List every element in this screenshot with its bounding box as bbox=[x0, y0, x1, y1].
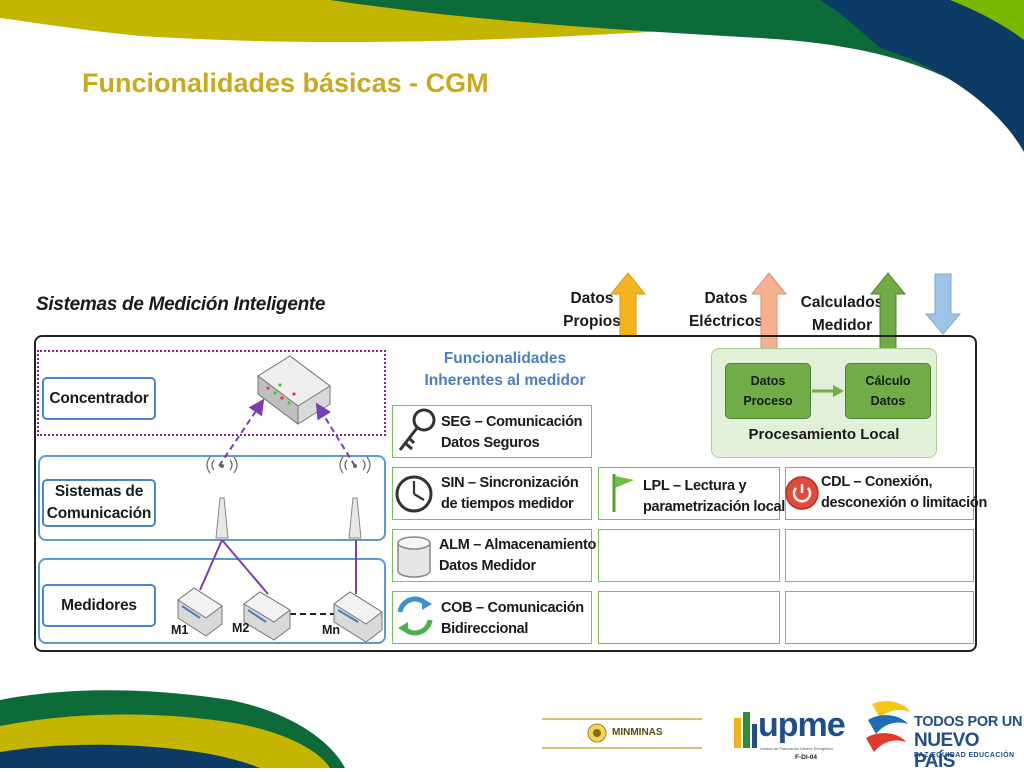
empty-box bbox=[598, 529, 780, 582]
function-box-seg bbox=[392, 405, 592, 458]
functions-header: Funcionalidades Inherentes al medidor bbox=[424, 350, 586, 389]
antenna-right-icon bbox=[339, 456, 371, 539]
concentrator-zone bbox=[37, 350, 386, 436]
gov-slogan-line3: PAZ EQUIDAD EDUCACIÓN bbox=[914, 752, 1015, 759]
minminas-label: MINMINAS bbox=[612, 727, 663, 738]
meter-label-m2: M2 bbox=[232, 621, 250, 635]
label-medidores: Medidores bbox=[42, 584, 156, 627]
arrow-datos-propios bbox=[609, 272, 647, 336]
antenna-left-icon bbox=[206, 456, 238, 539]
flag-icon bbox=[612, 474, 634, 512]
meter-m1-icon bbox=[177, 587, 223, 637]
gov-logo-icon bbox=[866, 701, 910, 752]
diagram-frame bbox=[34, 335, 977, 652]
meter-label-m1: M1 bbox=[171, 623, 189, 637]
box-calculo-datos: Cálculo Datos bbox=[845, 363, 931, 419]
function-box-lpl bbox=[598, 467, 780, 520]
upme-subtitle: Unidad de Planeación Minero Energética bbox=[760, 746, 833, 751]
empty-box bbox=[785, 529, 974, 582]
key-icon bbox=[398, 408, 436, 451]
gov-slogan-line1: TODOS POR UN bbox=[914, 714, 1023, 730]
meter-m2-icon bbox=[243, 591, 291, 641]
label-sistemas-comunicacion: Sistemas de Comunicación bbox=[42, 479, 156, 527]
diagram-title: Sistemas de Medición Inteligente bbox=[36, 294, 326, 315]
meter-mn-icon bbox=[333, 591, 383, 643]
gov-slogan-line2: NUEVO PAÍS bbox=[914, 730, 980, 772]
document-code: F-DI-04 bbox=[795, 754, 818, 761]
box-datos-proceso: Datos Proceso bbox=[725, 363, 811, 419]
function-box-cob bbox=[392, 591, 592, 644]
empty-box bbox=[598, 591, 780, 644]
upme-wordmark: upme bbox=[758, 706, 846, 744]
label-concentrador: Concentrador bbox=[42, 377, 156, 420]
database-icon bbox=[397, 536, 431, 578]
minminas-seal-icon bbox=[587, 723, 607, 743]
function-text-cdl: CDL – Conexión,desconexión o limitación bbox=[821, 474, 988, 511]
cycle-arrows-icon bbox=[397, 596, 433, 636]
meter-label-mn: Mn bbox=[322, 623, 341, 637]
slide-title: Funcionalidades básicas - CGM bbox=[82, 68, 489, 98]
concentrator-device-icon bbox=[257, 355, 331, 425]
arrow-down-blue bbox=[924, 273, 962, 335]
upme-logo-icon bbox=[734, 712, 757, 748]
empty-box bbox=[785, 591, 974, 644]
power-icon bbox=[785, 476, 819, 510]
local-processing-label: Procesamiento Local bbox=[748, 426, 900, 443]
clock-icon bbox=[395, 475, 433, 513]
